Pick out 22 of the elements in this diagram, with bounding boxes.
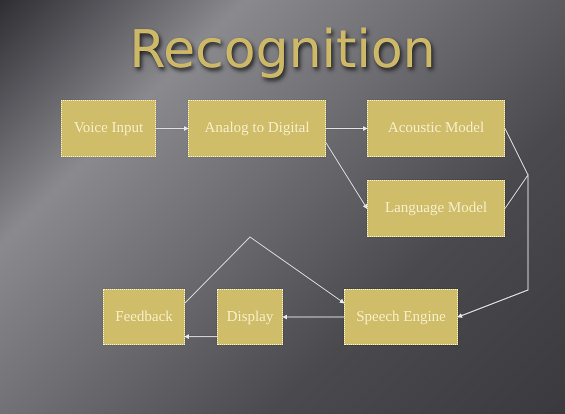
arrow <box>184 236 345 304</box>
arrow <box>156 126 189 131</box>
arrow <box>184 334 218 340</box>
box-label: Voice Input <box>74 119 144 138</box>
process-box <box>367 180 505 237</box>
title: Recognition <box>128 19 437 82</box>
box-label: Language Model <box>384 199 488 218</box>
arrow <box>282 314 344 320</box>
arrow <box>326 126 368 131</box>
process-box <box>344 289 458 345</box>
process-box <box>188 100 326 157</box>
process-box <box>217 289 283 345</box>
arrow <box>326 142 368 210</box>
process-box <box>61 100 156 157</box>
box-label: Analog to Digital <box>204 119 310 138</box>
box-label: Feedback <box>115 308 173 326</box>
process-box <box>367 100 505 157</box>
arrow <box>457 173 528 318</box>
box-label: Speech Engine <box>356 308 446 326</box>
box-label: Acoustic Model <box>388 119 484 138</box>
process-box <box>103 289 185 345</box>
box-label: Display <box>226 308 274 326</box>
